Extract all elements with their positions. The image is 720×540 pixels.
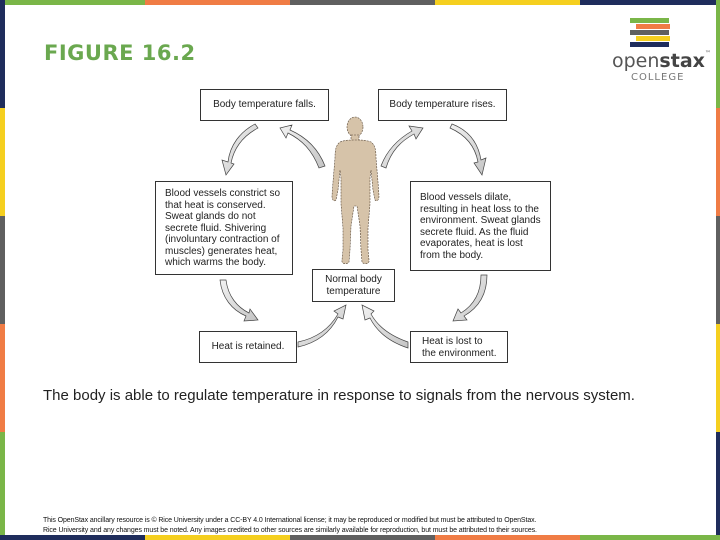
border-right-gray <box>716 216 720 324</box>
logo-bar-yellow <box>636 36 670 41</box>
license-line-2: Rice University and any changes must be … <box>43 527 537 534</box>
box-heat-retained: Heat is retained. <box>199 331 297 363</box>
logo-trademark: ™ <box>704 50 711 57</box>
arrow-figure-to-rises-icon <box>380 125 424 169</box>
border-left-yellow <box>0 108 5 216</box>
arrow-falls-to-cold-icon <box>221 123 259 176</box>
logo-bar-gray <box>630 30 669 35</box>
arrow-rises-to-hot-icon <box>449 123 487 176</box>
border-right-orange <box>716 108 720 216</box>
openstax-logo: openstax™ COLLEGE <box>608 16 711 86</box>
border-top-green <box>0 0 145 5</box>
arrow-figure-to-falls-icon <box>279 124 326 169</box>
border-right-green <box>716 0 720 108</box>
border-bottom-green <box>580 535 720 540</box>
border-right-yellow <box>716 324 720 432</box>
arrow-lost-to-normal-icon <box>361 304 409 349</box>
arrow-hot-to-lost-icon <box>452 274 488 322</box>
border-left-gray <box>0 216 5 324</box>
license-line-1: This OpenStax ancillary resource is © Ri… <box>43 517 537 524</box>
border-bottom-gray <box>290 535 435 540</box>
border-left-green <box>0 432 5 540</box>
box-temp-falls: Body temperature falls. <box>200 89 329 121</box>
border-bottom-yellow <box>145 535 290 540</box>
logo-word-light: open <box>612 50 660 72</box>
human-figure-icon <box>331 116 380 265</box>
logo-bar-navy <box>630 42 669 47</box>
border-right-navy <box>716 432 720 540</box>
license-footer: This OpenStax ancillary resource is © Ri… <box>43 516 683 536</box>
figure-caption: The body is able to regulate temperature… <box>43 387 635 404</box>
border-top-navy <box>580 0 720 5</box>
arrow-cold-to-retained-icon <box>219 279 259 322</box>
border-top-yellow <box>435 0 580 5</box>
box-temp-rises: Body temperature rises. <box>378 89 507 121</box>
logo-word-bold: stax <box>659 50 705 72</box>
logo-bar-green <box>630 18 669 23</box>
border-top-gray <box>290 0 435 5</box>
border-bottom-navy <box>0 535 145 540</box>
box-hot-response: Blood vessels dilate, resulting in heat … <box>410 181 551 271</box>
border-top-orange <box>145 0 290 5</box>
logo-bar-orange <box>636 24 670 29</box>
border-left-navy <box>0 0 5 108</box>
border-left-orange <box>0 324 5 432</box>
box-cold-response: Blood vessels constrict so that heat is … <box>155 181 293 275</box>
arrow-retained-to-normal-icon <box>297 304 347 348</box>
box-heat-lost: Heat is lost to the environment. <box>410 331 508 363</box>
logo-wordmark: openstax™ <box>612 50 711 72</box>
logo-college: COLLEGE <box>631 72 685 83</box>
slide-title: FIGURE 16.2 <box>44 41 196 65</box>
box-normal-temp: Normal body temperature <box>312 269 395 302</box>
border-bottom-orange <box>435 535 580 540</box>
